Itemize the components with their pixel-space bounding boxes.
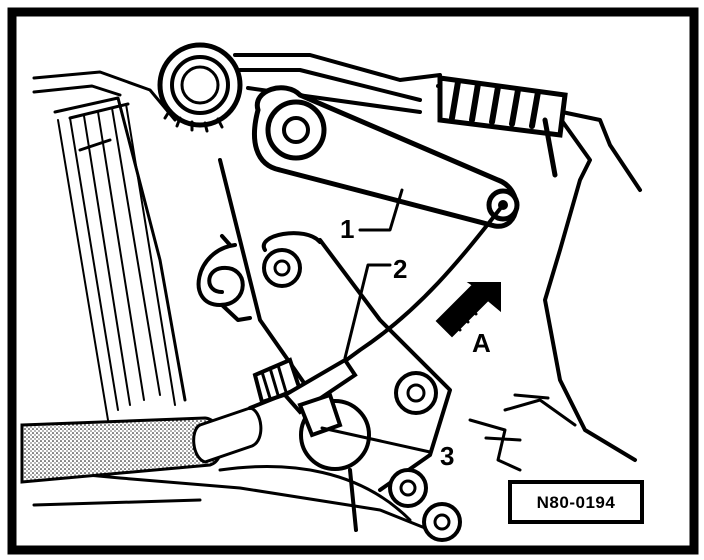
release-lever	[252, 85, 520, 229]
reference-code: N80-0194	[537, 493, 616, 512]
reference-code-box	[508, 480, 644, 524]
callout-1: 1	[340, 214, 354, 244]
callout-3: 3	[440, 441, 454, 471]
bowden-cable	[328, 203, 505, 374]
view-label-a: A	[472, 328, 491, 358]
view-direction-arrow	[435, 282, 501, 338]
figure-frame	[7, 7, 699, 555]
roller-wheel	[157, 42, 243, 133]
cable-clamp	[248, 357, 358, 438]
leader-lines	[320, 188, 432, 454]
callout-2: 2	[393, 254, 407, 284]
cable-sheath	[20, 416, 224, 484]
lower-right-bracket	[468, 393, 577, 472]
return-spring	[196, 234, 252, 322]
plate-rivets	[262, 248, 462, 542]
sheath-end-fitting	[192, 406, 263, 464]
striker-block	[437, 75, 568, 178]
